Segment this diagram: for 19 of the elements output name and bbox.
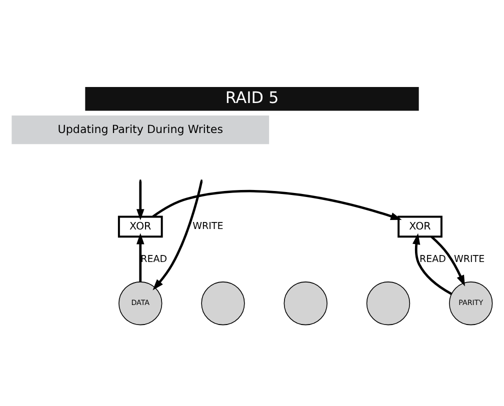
arrow [412,232,452,294]
arrow [136,232,144,282]
diagram-title: RAID 5 [225,87,279,106]
edge-label: WRITE [454,253,485,264]
node-circle [366,281,410,325]
arrow [136,180,144,220]
arrow [152,190,402,220]
node-circle: PARITY [449,281,493,325]
label: Updating Parity During Writes [58,122,224,136]
node-box: XOR [398,215,442,238]
node-circle [201,281,245,325]
edge-label: READ [419,253,446,264]
arrow [430,235,465,286]
arrow [152,180,203,290]
node-box: XOR [118,215,163,238]
node-circle [284,281,328,325]
edge-label: READ [140,253,168,264]
node-circle: DATA [118,281,162,325]
edge-label: WRITE [192,220,224,232]
